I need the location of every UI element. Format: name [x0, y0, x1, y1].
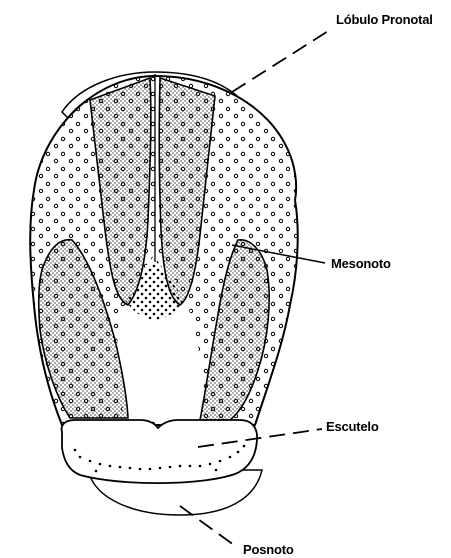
leader-lobulo-pronotal — [232, 28, 333, 92]
label-escutelo: Escutelo — [326, 419, 379, 434]
label-lobulo-pronotal: Lóbulo Pronotal — [336, 12, 433, 27]
escutelo-shape — [62, 420, 258, 483]
label-mesonoto: Mesonoto — [331, 256, 391, 271]
label-posnoto: Posnoto — [243, 542, 294, 557]
